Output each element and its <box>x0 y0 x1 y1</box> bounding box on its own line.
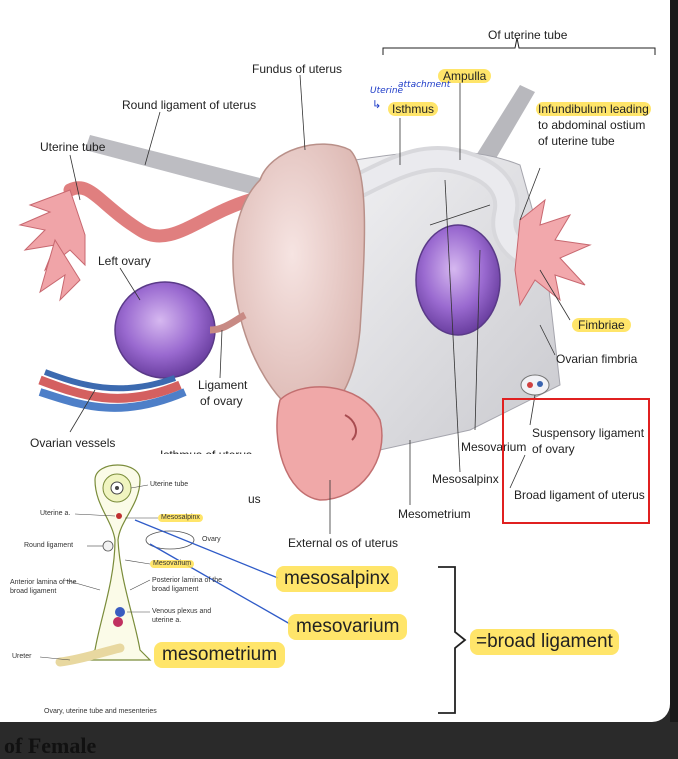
label-ampulla: Ampulla <box>438 69 492 83</box>
annotation-mesovarium: mesovarium <box>288 614 408 640</box>
suspensory-rod-shape <box>470 85 535 172</box>
handwritten-attachment: attachment <box>398 80 451 90</box>
ovarian-vessels <box>38 369 187 412</box>
label-infundibulum-3: of uterine tube <box>538 134 615 148</box>
window-edge <box>670 0 678 722</box>
inset-caption: Ovary, uterine tube and mesenteries <box>44 708 157 715</box>
label-fimbriae: Fimbriae <box>572 318 631 332</box>
inset-mesovarium: Mesovarium <box>150 560 195 568</box>
slide-card: Of uterine tube Fundus of uterus Ampulla… <box>0 0 670 722</box>
label-external-os: External os of uterus <box>288 536 399 550</box>
label-infundibulum-2: to abdominal ostium <box>538 118 646 132</box>
label-suspensory-1: Suspensory ligament <box>532 426 645 440</box>
label-of-uterine-tube: Of uterine tube <box>488 28 568 42</box>
broad-ligament-bracket <box>438 566 467 714</box>
inset-mesosalpinx: Mesosalpinx <box>158 514 203 522</box>
round-ligament-shape <box>85 135 260 195</box>
right-fimbriae <box>514 198 592 307</box>
label-uterine-tube: Uterine tube <box>40 140 106 154</box>
handwritten-arrow: ↳ <box>372 98 382 111</box>
uterus-body <box>232 143 366 421</box>
handwritten-uterine: Uterine <box>370 86 404 96</box>
partial-slide-title: of Female <box>4 733 97 758</box>
label-suspensory-2: of ovary <box>532 442 575 456</box>
left-ovary <box>114 281 216 379</box>
cervix <box>276 386 383 501</box>
label-left-ovary: Left ovary <box>98 254 151 268</box>
annotation-broad-ligament: =broad ligament <box>470 629 619 655</box>
inset-uterine-a: Uterine a. <box>40 510 71 517</box>
left-uterine-tube <box>63 181 257 243</box>
red-highlight-box <box>502 398 650 524</box>
inset-round-ligament: Round ligament <box>24 542 74 549</box>
inset-venous-1: Venous plexus and <box>152 608 212 615</box>
annotation-mesosalpinx: mesosalpinx <box>276 566 398 592</box>
label-ligament-ovary-2: of ovary <box>200 394 243 408</box>
label-ovarian-vessels: Ovarian vessels <box>30 436 116 450</box>
label-round-ligament: Round ligament of uterus <box>122 98 257 112</box>
label-us-fragment: us <box>248 492 261 506</box>
label-mesosalpinx: Mesosalpinx <box>432 472 499 486</box>
anatomy-illustration <box>18 37 656 714</box>
inset-anterior-lamina-1: Anterior lamina of the <box>10 579 77 586</box>
label-isthmus: Isthmus <box>388 102 439 116</box>
inset-uterine-tube: Uterine tube <box>150 481 189 488</box>
inset-posterior-lamina-1: Posterior lamina of the <box>152 577 223 584</box>
inset-ureter: Ureter <box>12 653 32 660</box>
annotation-mesometrium: mesometrium <box>154 642 286 668</box>
inset-ovary: Ovary <box>202 536 221 543</box>
left-fimbriae <box>18 189 86 302</box>
label-fundus: Fundus of uterus <box>252 62 343 76</box>
label-mesovarium: Mesovarium <box>461 440 527 454</box>
inset-posterior-lamina-2: broad ligament <box>152 586 199 593</box>
inset-diagram <box>39 464 195 667</box>
label-infundibulum-1: Infundibulum leading <box>536 102 651 116</box>
inset-anterior-lamina-2: broad ligament <box>10 588 57 595</box>
label-ovarian-fimbria: Ovarian fimbria <box>556 352 638 366</box>
label-ligament-ovary-1: Ligament <box>198 378 248 392</box>
right-ovary <box>415 224 501 336</box>
label-isthmus-uterus: Isthmus of uterus <box>160 448 252 454</box>
inset-venous-2: uterine a. <box>152 617 182 624</box>
label-broad-ligament-uterus: Broad ligament of uterus <box>514 488 645 502</box>
label-mesometrium: Mesometrium <box>398 507 471 521</box>
